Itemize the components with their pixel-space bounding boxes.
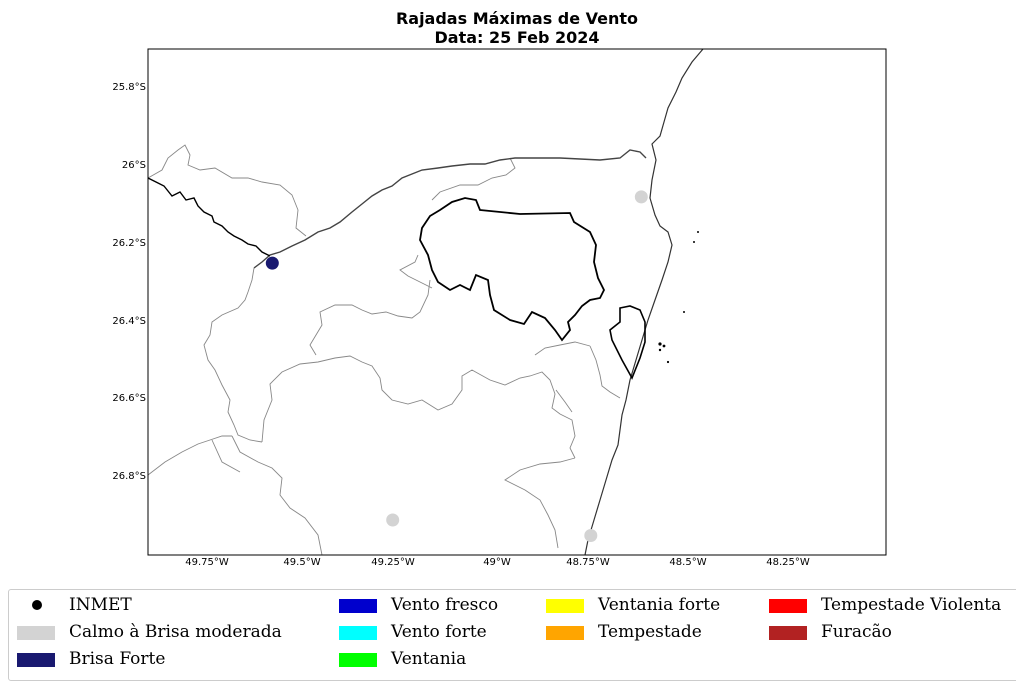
lat-tick-label: 26.6°S xyxy=(112,393,146,404)
island-dot xyxy=(658,348,662,352)
station-marker xyxy=(386,513,400,527)
map-date: Data: 25 Feb 2024 xyxy=(434,28,600,47)
boundary-line xyxy=(399,254,433,289)
legend-swatch xyxy=(17,653,55,667)
river-border xyxy=(147,177,271,257)
legend-label: Ventania forte xyxy=(598,595,721,615)
boundary-line xyxy=(147,435,232,476)
boundary-line xyxy=(231,435,323,556)
boundary-line xyxy=(555,389,573,413)
boundary-line xyxy=(203,267,263,443)
legend-swatch xyxy=(17,626,55,640)
legend-label: Furacão xyxy=(821,622,892,642)
legend-label: INMET xyxy=(69,595,132,615)
lon-tick-label: 49.25°W xyxy=(371,557,415,568)
lat-tick-label: 26.8°S xyxy=(112,471,146,482)
legend-label: Vento fresco xyxy=(391,595,499,615)
legend-swatch xyxy=(546,626,584,640)
station-marker xyxy=(584,529,598,542)
legend-label: Ventania xyxy=(391,649,467,669)
station-marker xyxy=(265,256,279,270)
highlighted-municipality xyxy=(419,197,606,342)
station-marker xyxy=(634,190,648,204)
lon-tick-label: 49.75°W xyxy=(185,557,229,568)
legend-marker xyxy=(32,600,42,610)
boundary-line xyxy=(211,439,241,473)
legend-swatch xyxy=(546,599,584,613)
boundary-line xyxy=(534,341,591,356)
legend-label: Tempestade xyxy=(598,622,702,642)
island-dot xyxy=(662,344,666,348)
island-dot xyxy=(683,311,685,313)
legend-swatch xyxy=(769,626,807,640)
island-dot xyxy=(697,231,699,233)
legend-swatch xyxy=(339,653,377,667)
map-frame xyxy=(147,48,887,556)
state-border xyxy=(253,149,647,269)
boundary-line xyxy=(261,355,576,459)
coastal-municipality xyxy=(609,305,646,380)
lat-tick-label: 26.2°S xyxy=(112,238,146,249)
boundary-line xyxy=(309,279,431,356)
legend-swatch xyxy=(339,626,377,640)
boundary-line xyxy=(504,457,576,549)
lon-tick-label: 48.75°W xyxy=(566,557,610,568)
lon-tick-label: 49.5°W xyxy=(283,557,321,568)
legend-label: Calmo à Brisa moderada xyxy=(69,622,282,642)
coastline xyxy=(584,48,704,556)
map-title: Rajadas Máximas de Vento xyxy=(395,9,639,28)
station-markers xyxy=(265,190,648,542)
legend-label: Tempestade Violenta xyxy=(821,595,1002,615)
lat-tick-label: 26.4°S xyxy=(112,316,146,327)
municipal-boundaries xyxy=(147,144,621,556)
islands xyxy=(658,231,699,364)
island-dot xyxy=(658,342,662,346)
island-dot xyxy=(693,241,695,243)
lat-tick-label: 25.8°S xyxy=(112,82,146,93)
boundary-line xyxy=(431,157,516,201)
lon-tick-label: 49°W xyxy=(483,557,511,568)
lon-tick-label: 48.5°W xyxy=(669,557,707,568)
legend-swatch xyxy=(339,599,377,613)
legend-label: Brisa Forte xyxy=(69,649,166,669)
legend-label: Vento forte xyxy=(391,622,487,642)
island-dot xyxy=(666,360,670,364)
legend: INMET Calmo à Brisa moderada Brisa Forte… xyxy=(8,589,1016,681)
lon-tick-label: 48.25°W xyxy=(766,557,810,568)
boundary-line xyxy=(147,144,307,237)
boundary-line xyxy=(589,345,621,399)
legend-swatch xyxy=(769,599,807,613)
lat-tick-label: 26°S xyxy=(121,160,146,171)
